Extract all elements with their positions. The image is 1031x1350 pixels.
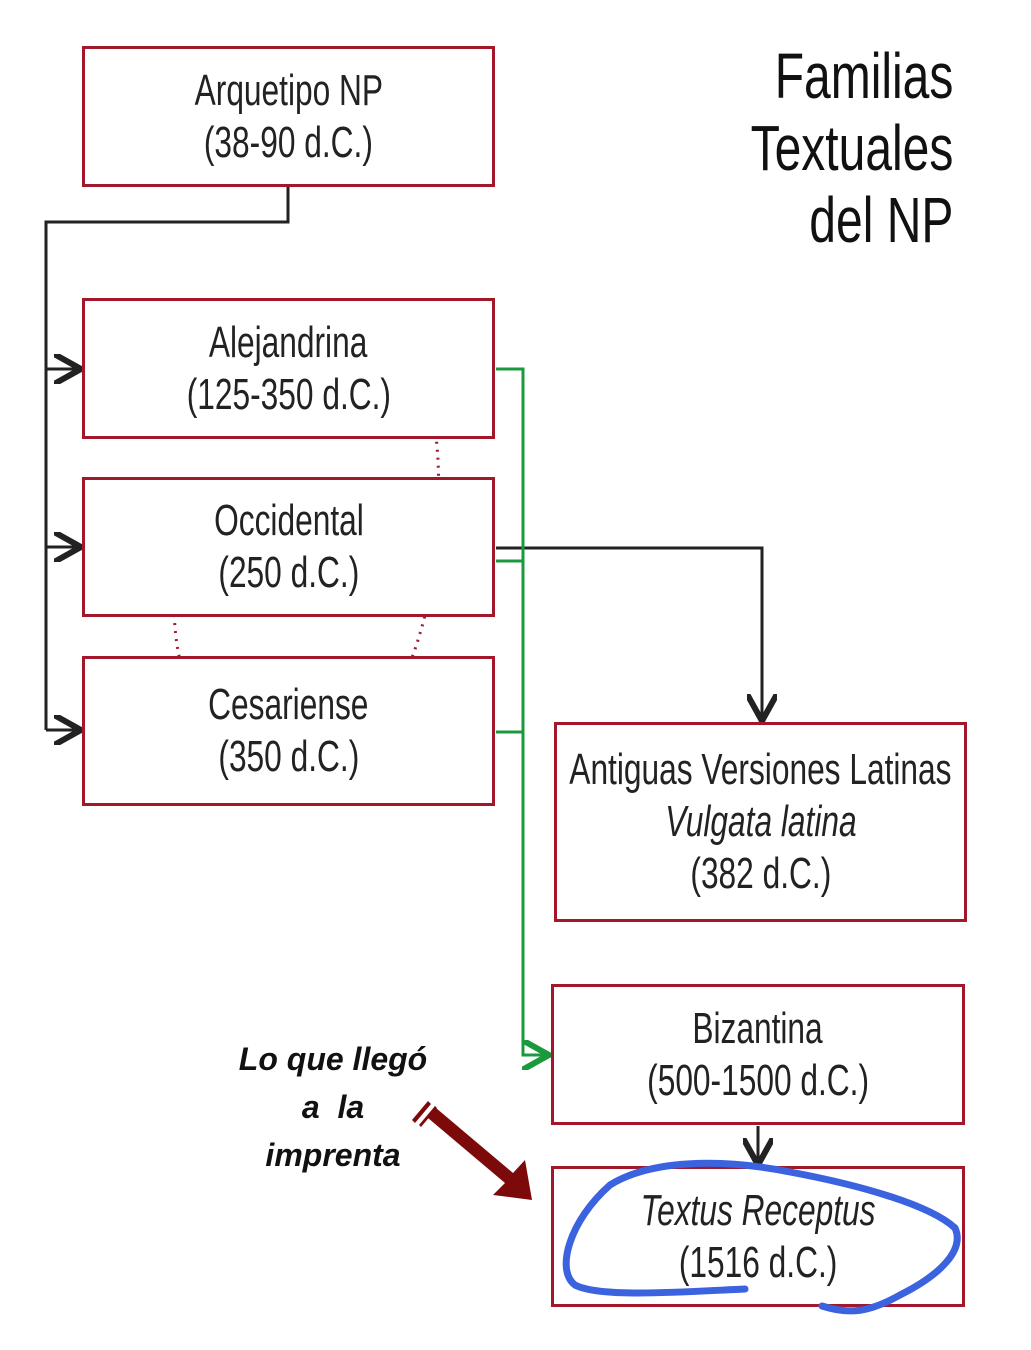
title-line: del NP <box>808 184 953 256</box>
title-line: Familias <box>774 40 953 112</box>
box-date: (250 d.C.) <box>218 548 359 597</box>
box-name: Arquetipo NP <box>194 65 383 115</box>
box-date: (1516 d.C.) <box>678 1237 838 1287</box>
box-date: (125-350 d.C.) <box>186 369 391 419</box>
box-cesariense: Cesariense (350 d.C.) <box>82 656 495 806</box>
box-subtitle: Vulgata latina <box>664 797 857 846</box>
box-name: Bizantina <box>692 1003 824 1053</box>
printing-arrow-icon <box>412 1101 532 1200</box>
box-name: Occidental <box>213 496 364 545</box>
box-alejandrina: Alejandrina (125-350 d.C.) <box>82 298 495 439</box>
box-bizantina: Bizantina (500-1500 d.C.) <box>551 984 965 1125</box>
box-name: Antiguas Versiones Latinas <box>569 745 952 794</box>
printing-note: Lo que llegó a la imprenta <box>200 1035 466 1179</box>
box-textus-receptus: Textus Receptus (1516 d.C.) <box>551 1166 965 1307</box>
black-tree-line <box>44 187 762 1162</box>
box-occidental: Occidental (250 d.C.) <box>82 477 495 617</box>
box-date: (382 d.C.) <box>690 849 831 898</box>
title-line: Textuales <box>750 112 953 184</box>
diagram-title: Familias Textuales del NP <box>750 40 953 256</box>
box-name: Cesariense <box>208 680 369 729</box>
box-name: Alejandrina <box>209 317 368 367</box>
note-line: a la <box>301 1089 365 1125</box>
box-date: (350 d.C.) <box>218 732 359 781</box>
note-line: Lo que llegó <box>238 1041 428 1077</box>
box-date: (38-90 d.C.) <box>203 117 374 167</box>
box-latinas: Antiguas Versiones Latinas Vulgata latin… <box>554 722 967 922</box>
box-date: (500-1500 d.C.) <box>647 1055 869 1105</box>
note-line: imprenta <box>265 1137 401 1173</box>
box-name: Textus Receptus <box>640 1185 876 1235</box>
green-tree-line <box>496 367 546 1055</box>
box-arquetipo: Arquetipo NP (38-90 d.C.) <box>82 46 495 187</box>
